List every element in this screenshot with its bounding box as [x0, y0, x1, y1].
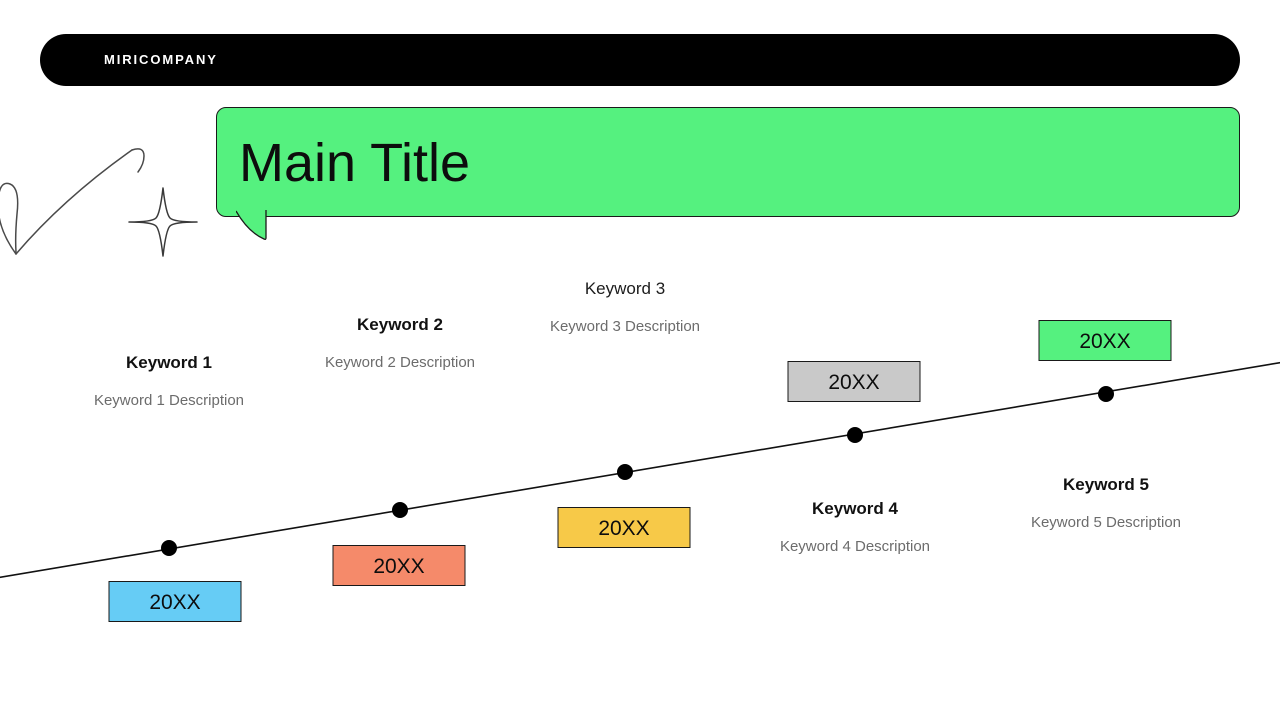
- milestone-keyword: Keyword 5: [1063, 475, 1149, 494]
- milestone-year-badge-5[interactable]: 20XX: [1038, 320, 1172, 361]
- milestone-description: Keyword 2 Description: [324, 354, 476, 371]
- main-title-bubble: Main Title: [216, 107, 1240, 217]
- milestone-year-badge-1[interactable]: 20XX: [108, 581, 242, 622]
- timeline-dot[interactable]: [161, 540, 177, 556]
- milestone-keyword: Keyword 2: [357, 315, 443, 334]
- speech-bubble-tail-icon: [236, 210, 267, 240]
- milestone-label-2: Keyword 2 Keyword 2 Description: [325, 315, 475, 372]
- milestone-year-badge-2[interactable]: 20XX: [332, 545, 466, 586]
- milestone-keyword: Keyword 3: [584, 279, 666, 298]
- milestone-keyword: Keyword 1: [126, 353, 212, 372]
- milestone-year-badge-4[interactable]: 20XX: [787, 361, 921, 402]
- milestone-label-5: Keyword 5 Keyword 5 Description: [1031, 475, 1181, 532]
- sparkle-star-doodle-icon: [128, 187, 198, 257]
- arrow-doodle-icon: [0, 148, 145, 255]
- milestone-label-1: Keyword 1 Keyword 1 Description: [94, 353, 244, 410]
- milestone-description: Keyword 5 Description: [1030, 514, 1182, 531]
- timeline-dot[interactable]: [392, 502, 408, 518]
- milestone-description: Keyword 4 Description: [779, 538, 931, 555]
- timeline-dot[interactable]: [1098, 386, 1114, 402]
- milestone-year-badge-3[interactable]: 20XX: [557, 507, 691, 548]
- milestone-label-4: Keyword 4 Keyword 4 Description: [780, 499, 930, 556]
- brand-name: MIRICOMPANY: [104, 52, 218, 67]
- page-title: Main Title: [239, 133, 471, 193]
- milestone-label-3: Keyword 3 Keyword 3 Description: [550, 279, 700, 336]
- timeline-dot[interactable]: [847, 427, 863, 443]
- milestone-keyword: Keyword 4: [812, 499, 898, 518]
- brand-header-bar: MIRICOMPANY: [40, 34, 1240, 86]
- timeline-dot[interactable]: [617, 464, 633, 480]
- milestone-description: Keyword 3 Description: [549, 318, 701, 335]
- milestone-description: Keyword 1 Description: [93, 392, 245, 409]
